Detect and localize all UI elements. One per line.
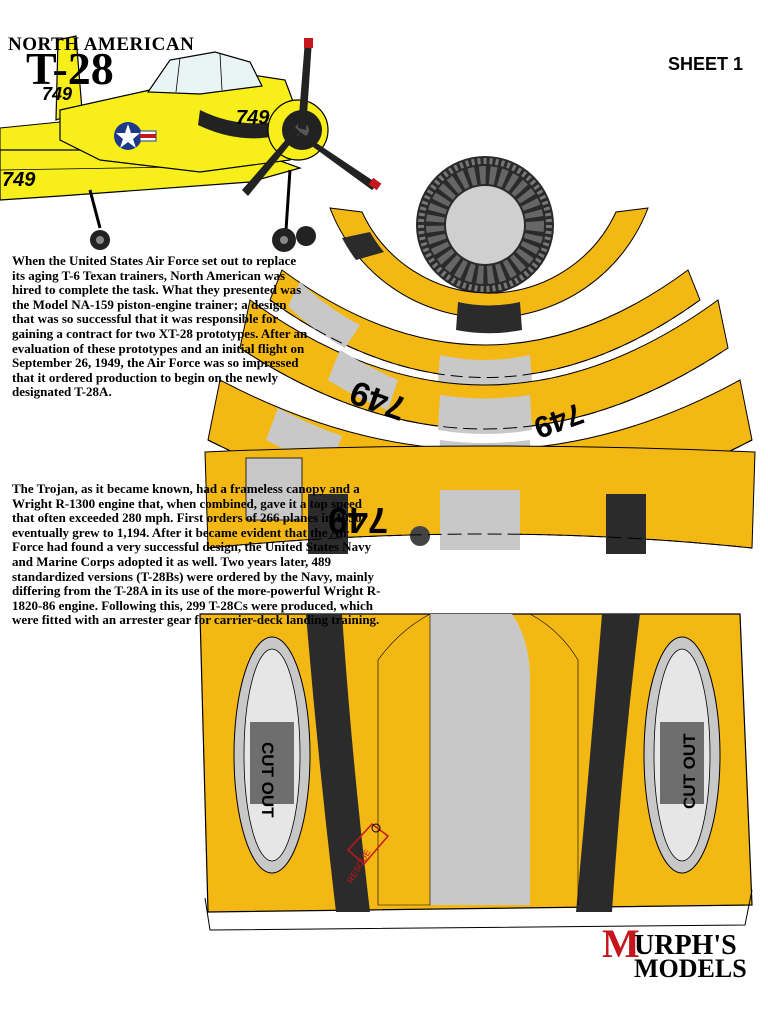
fuselage-band-1 bbox=[269, 269, 701, 387]
cowling-ring-part bbox=[329, 207, 649, 319]
model-title: T-28 bbox=[26, 43, 114, 94]
cockpit-number-1: 749 bbox=[328, 500, 388, 541]
wing-center-section: CUT OUT CUT OUT RESCUE bbox=[199, 613, 753, 931]
rescue-arrow-icon bbox=[346, 822, 390, 866]
propeller-icon bbox=[242, 38, 382, 196]
manufacturer-title: NORTH AMERICAN bbox=[8, 34, 195, 55]
fuselage-band-4: 749 bbox=[204, 445, 756, 554]
cut-out-label-right: CUT OUT bbox=[680, 733, 699, 809]
history-paragraph-2: The Trojan, as it became known, had a fr… bbox=[12, 481, 381, 628]
murphs-models-logo: M URPH'S MODELS bbox=[590, 920, 760, 990]
fuselage-number: 749 bbox=[236, 107, 270, 129]
vent-icon bbox=[410, 526, 430, 546]
engine-face bbox=[416, 156, 554, 294]
aircraft-illustration: 749 749 749 bbox=[0, 35, 382, 252]
fuselage-band-2: 749 bbox=[239, 299, 729, 434]
cut-out-label-left: CUT OUT bbox=[258, 742, 277, 818]
sheet-label: SHEET 1 bbox=[668, 54, 744, 74]
history-paragraph-1: When the United States Air Force set out… bbox=[12, 253, 308, 400]
logo-line-1: URPH'S bbox=[634, 930, 737, 961]
logo-initial: M bbox=[602, 921, 640, 966]
tail-number: 749 bbox=[42, 84, 72, 104]
wing-number: 749 bbox=[2, 169, 36, 191]
logo-line-2: MODELS bbox=[634, 954, 747, 983]
